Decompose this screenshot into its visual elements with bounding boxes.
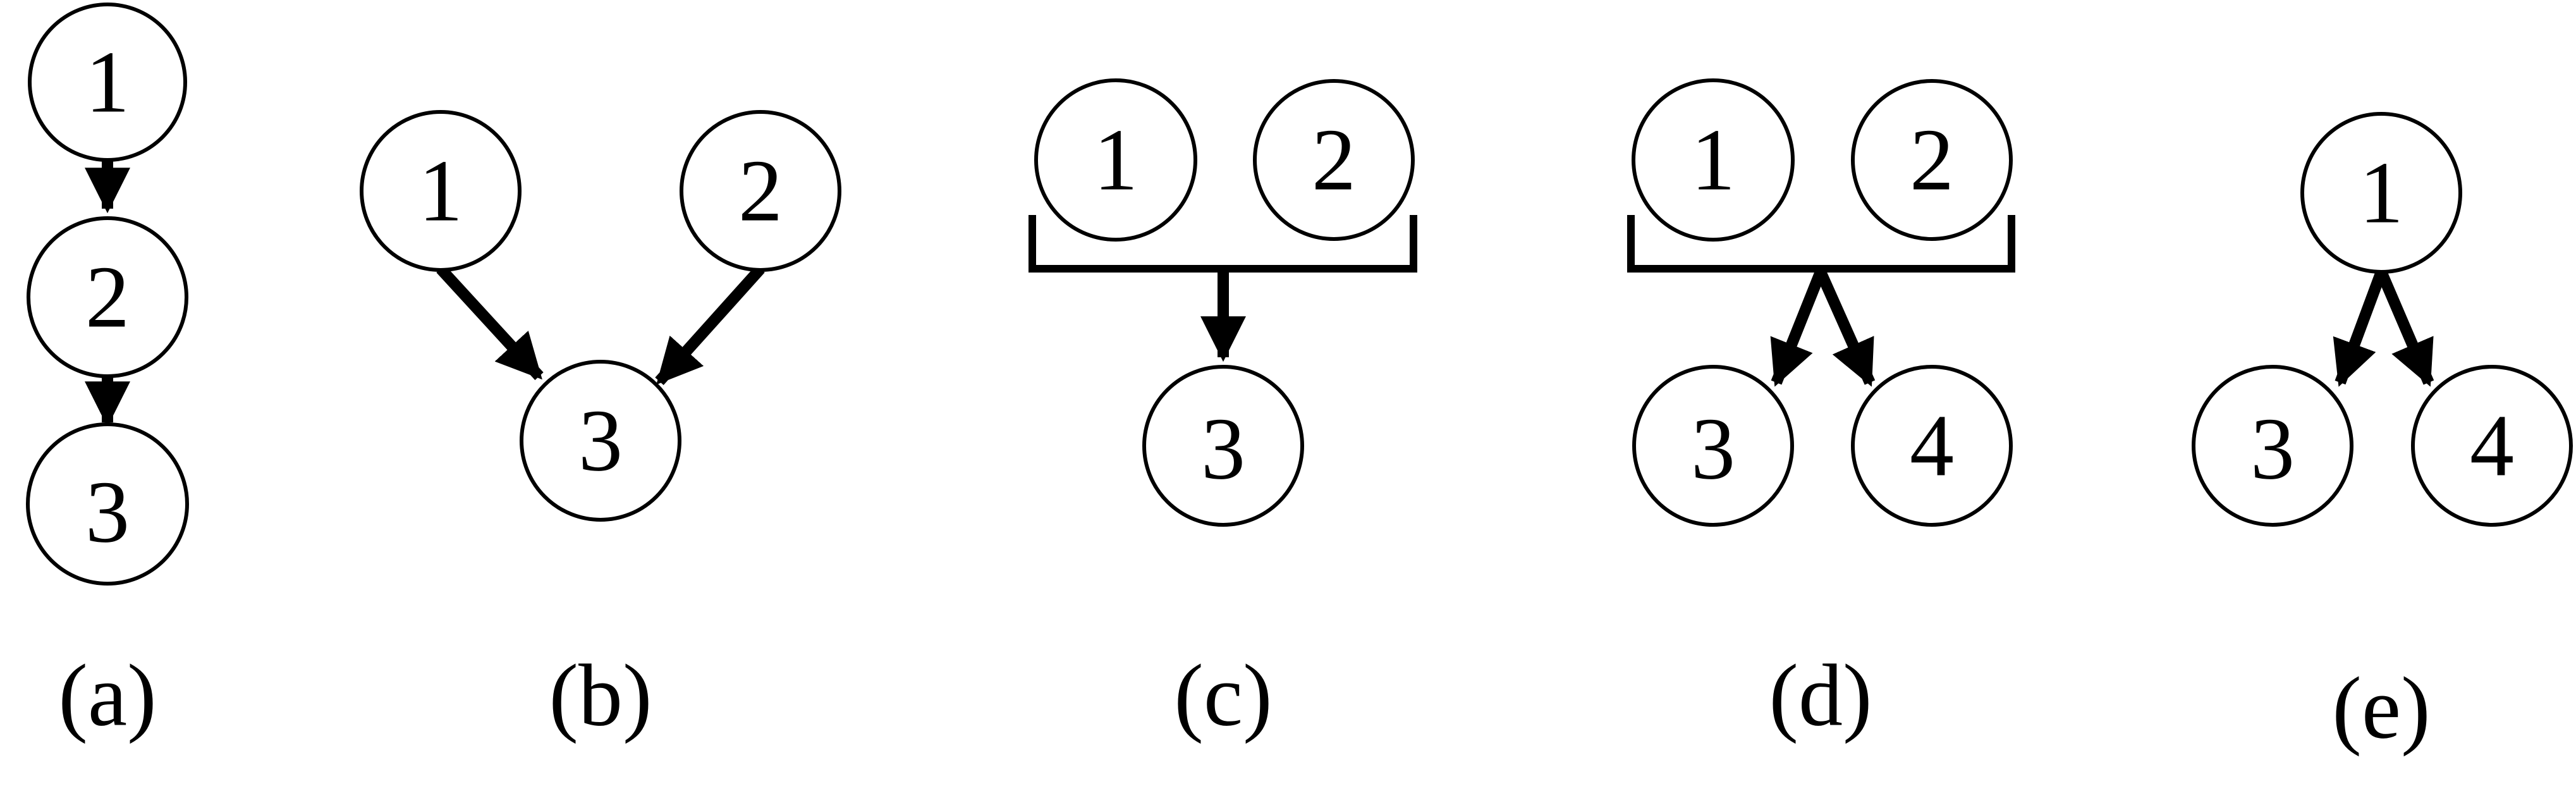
panel-caption-a: (a)	[58, 647, 156, 745]
node-label: 3	[1201, 400, 1245, 498]
node-b-2: 2	[680, 110, 841, 272]
edge-d-group-4	[1815, 269, 1876, 387]
panel-caption-d: (d)	[1769, 647, 1872, 745]
node-label: 2	[1312, 111, 1356, 209]
node-b-3: 3	[520, 360, 681, 522]
panel-caption-e: (e)	[2332, 660, 2430, 758]
node-label: 3	[578, 392, 623, 490]
node-label: 3	[85, 463, 130, 561]
node-label: 3	[2250, 400, 2295, 498]
edge-e-1-4	[2376, 269, 2434, 387]
edge-b-2-3	[655, 264, 765, 386]
panel-b: 1 2 3 (b)	[360, 110, 841, 745]
group-bracket-d	[1627, 215, 2015, 273]
node-e-1: 1	[2300, 112, 2462, 274]
panel-caption-b: (b)	[549, 647, 652, 745]
node-b-1: 1	[360, 110, 522, 272]
node-label: 1	[2359, 144, 2403, 242]
node-label: 1	[1691, 111, 1735, 209]
node-d-2: 2	[1851, 79, 2013, 241]
panel-caption-c: (c)	[1174, 647, 1272, 745]
node-a-2: 2	[27, 216, 188, 378]
node-label: 4	[1910, 397, 1954, 495]
node-c-2: 2	[1253, 79, 1415, 241]
node-d-1: 1	[1632, 78, 1795, 242]
panel-d: 1 2 3 4 (d)	[1627, 78, 2015, 745]
node-label: 3	[1691, 400, 1735, 498]
node-label: 4	[2470, 397, 2514, 495]
panel-c: 1 2 3 (c)	[1029, 78, 1417, 745]
node-label: 1	[418, 142, 463, 240]
node-c-1: 1	[1034, 78, 1197, 242]
node-d-3: 3	[1632, 365, 1794, 527]
node-e-4: 4	[2411, 365, 2573, 527]
node-label: 1	[1094, 111, 1138, 209]
panel-e: 1 3 4 (e)	[2192, 112, 2573, 758]
node-a-1: 1	[28, 3, 187, 162]
panel-a: 1 2 3 (a)	[26, 3, 189, 745]
node-label: 2	[85, 249, 130, 347]
node-a-3: 3	[26, 422, 189, 586]
node-label: 2	[1910, 111, 1954, 209]
edge-b-1-3	[436, 264, 544, 381]
edge-d-group-3	[1770, 269, 1826, 387]
node-label: 2	[738, 142, 783, 240]
node-c-3: 3	[1142, 365, 1304, 527]
node-d-4: 4	[1851, 365, 2013, 527]
node-e-3: 3	[2192, 365, 2353, 527]
edge-e-1-3	[2333, 269, 2387, 387]
node-label: 1	[85, 34, 130, 132]
